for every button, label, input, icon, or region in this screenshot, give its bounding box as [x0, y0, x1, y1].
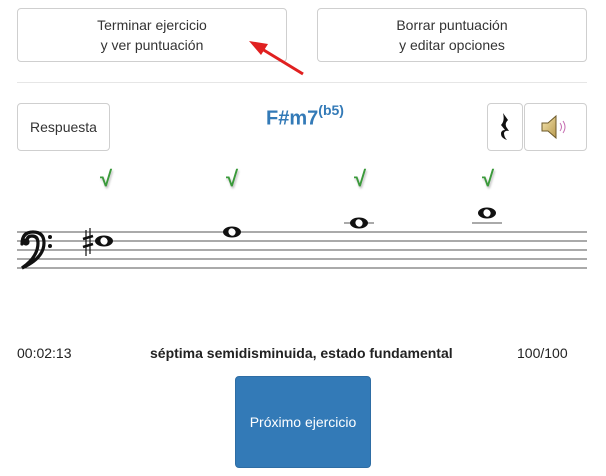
- speaker-icon: [541, 114, 565, 140]
- chord-alteration: (b5): [318, 102, 344, 118]
- note-4: [472, 207, 502, 224]
- answer-button[interactable]: Respuesta: [17, 103, 110, 151]
- score: 100/100: [517, 345, 568, 361]
- check-mark-2: √: [226, 166, 239, 191]
- rest-button[interactable]: [487, 103, 523, 151]
- chord-title: F#m7(b5): [230, 102, 380, 131]
- check-mark-4: √: [482, 166, 495, 191]
- reset-label-line2: y editar opciones: [399, 37, 505, 53]
- play-sound-button[interactable]: [524, 103, 587, 151]
- quarter-rest-icon: [501, 113, 509, 140]
- bass-clef-icon: [20, 230, 52, 270]
- divider: [17, 82, 587, 83]
- note-3: [344, 217, 374, 229]
- finish-exercise-button[interactable]: Terminar ejercicio y ver puntuación: [17, 8, 287, 62]
- finish-label-line1: Terminar ejercicio: [97, 17, 207, 33]
- elapsed-time: 00:02:13: [17, 345, 72, 361]
- check-mark-3: √: [354, 166, 367, 191]
- finish-label-line2: y ver puntuación: [100, 37, 204, 53]
- note-2: [223, 226, 241, 238]
- next-exercise-button[interactable]: Próximo ejercicio: [235, 376, 371, 468]
- note-1: [95, 235, 113, 247]
- check-mark-1: √: [100, 166, 113, 191]
- reset-score-button[interactable]: Borrar puntuación y editar opciones: [317, 8, 587, 62]
- sharp-icon: [82, 228, 94, 256]
- chord-description: séptima semidisminuida, estado fundament…: [150, 345, 453, 361]
- chord-root: F#m7: [266, 107, 319, 130]
- reset-label-line1: Borrar puntuación: [396, 17, 508, 33]
